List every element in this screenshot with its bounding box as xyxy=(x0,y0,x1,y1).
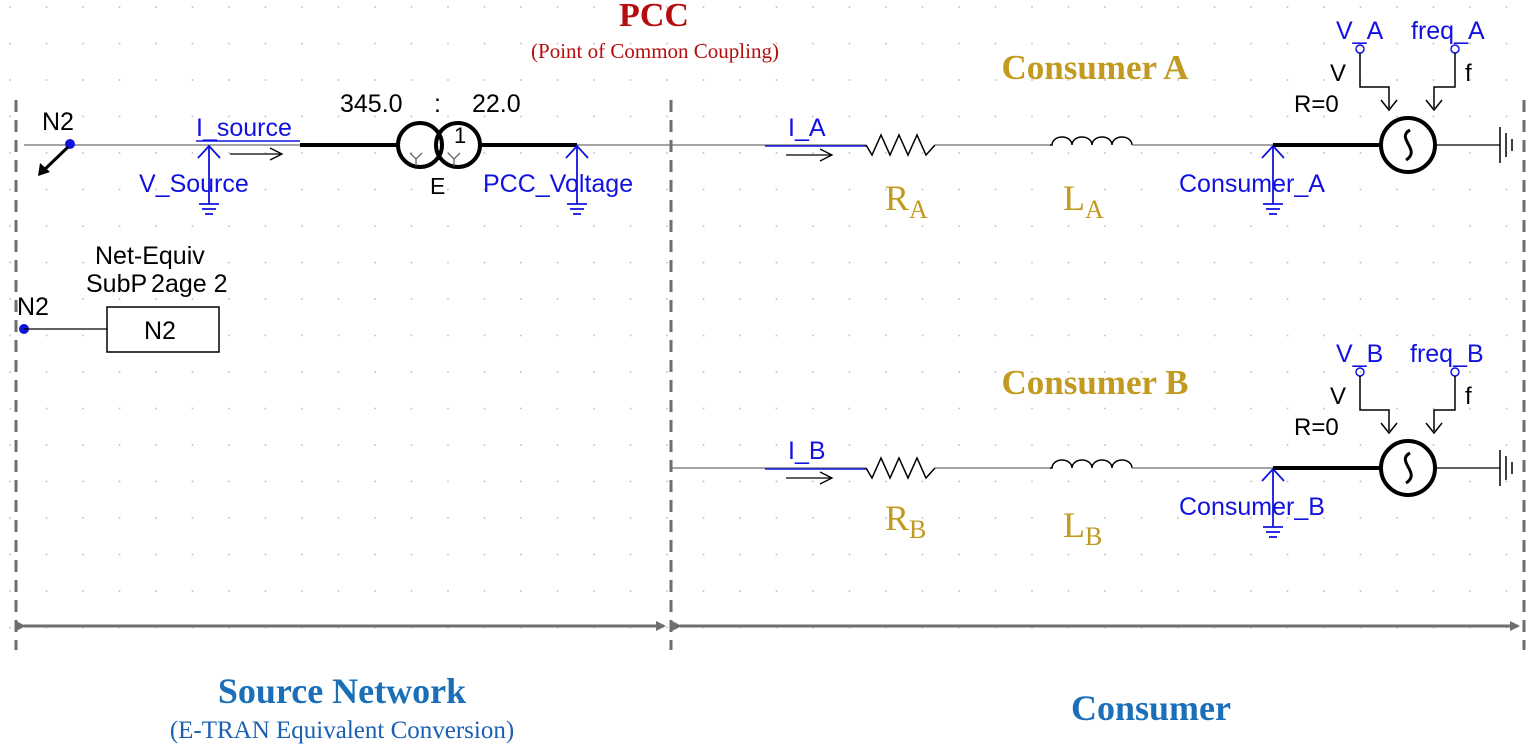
transformer-tag-e: E xyxy=(430,173,445,199)
subpage-line2a: SubP xyxy=(86,270,147,298)
source-network: N2 I_source V_Source 3 xyxy=(17,90,671,353)
consumer-b-current-label: I_B xyxy=(788,437,826,465)
resistor-a-label: RA xyxy=(885,178,928,224)
subpage-box-label: N2 xyxy=(144,317,176,345)
pcc-voltage-label: PCC_Voltage xyxy=(483,170,633,198)
consumer-a-current-label: I_A xyxy=(788,114,826,142)
consumer-b-f-pin: f xyxy=(1465,383,1472,410)
consumer-b-input-wires-icon xyxy=(1355,367,1460,435)
consumer-b-r0: R=0 xyxy=(1294,414,1339,441)
ground-b-icon xyxy=(1499,450,1513,486)
consumer-b-current-arrow-icon xyxy=(786,471,834,485)
subpage-title: Net-Equiv xyxy=(95,242,205,270)
v-source-label: V_Source xyxy=(139,170,249,198)
inductor-b-icon[interactable] xyxy=(1050,459,1133,469)
pcc-subtitle: (Point of Common Coupling) xyxy=(531,39,779,63)
transformer-ratio-left: 345.0 xyxy=(340,90,403,118)
i-source-label: I_source xyxy=(196,114,292,142)
i-source-arrow-icon xyxy=(230,147,284,161)
consumer-b-freq-label: freq_B xyxy=(1410,340,1484,368)
consumer-b-v-label: V_B xyxy=(1336,340,1383,368)
inductor-a-label: LA xyxy=(1063,178,1104,224)
subpage-line2c: age 2 xyxy=(165,270,228,298)
consumer-a-v-pin: V xyxy=(1330,60,1346,87)
consumer-a-bus-label: Consumer_A xyxy=(1179,170,1325,198)
subpage-box[interactable] xyxy=(106,306,220,353)
ground-a-icon xyxy=(1499,127,1513,163)
transformer-wye-icon xyxy=(409,152,461,166)
resistor-a-icon[interactable] xyxy=(865,133,936,157)
grid-background xyxy=(0,0,1538,660)
pcc-voltage-probe-icon xyxy=(565,144,589,215)
consumer-a-branch: Consumer A I_A RA LA Consumer_A xyxy=(671,17,1513,224)
consumer-a-r0: R=0 xyxy=(1294,91,1339,118)
transformer-ratio-right: 22.0 xyxy=(472,90,521,118)
resistor-b-label: RB xyxy=(885,498,926,544)
node-n2-pointer-head xyxy=(38,163,50,176)
inductor-b-label: LB xyxy=(1063,505,1102,551)
consumer-b-title: Consumer B xyxy=(1001,363,1188,402)
transformer-winding-left xyxy=(396,121,444,169)
consumer-b-branch: Consumer B I_B RB LB Consumer_B xyxy=(671,340,1513,551)
transformer-ratio-sep: : xyxy=(434,90,441,118)
consumer-a-freq-label: freq_A xyxy=(1411,17,1485,45)
inductor-a-icon[interactable] xyxy=(1050,136,1133,146)
resistor-b-icon[interactable] xyxy=(865,456,936,480)
pcc-title: PCC xyxy=(619,0,689,34)
consumer-b-v-pin: V xyxy=(1330,383,1346,410)
transformer-tag-1: 1 xyxy=(454,123,466,148)
section-dividers xyxy=(14,100,1526,650)
subpage-line2b: 2 xyxy=(151,270,165,298)
consumer-a-input-wires-icon xyxy=(1355,44,1460,112)
consumer-b-bus-label: Consumer_B xyxy=(1179,493,1325,521)
v-source-probe-icon xyxy=(197,144,221,215)
consumer-a-title: Consumer A xyxy=(1001,48,1189,87)
consumer-section-title: Consumer xyxy=(1071,688,1231,728)
node-n2-label: N2 xyxy=(42,108,74,136)
source-network-title: Source Network xyxy=(218,671,466,711)
ac-source-b-wave xyxy=(1403,451,1413,485)
consumer-a-f-pin: f xyxy=(1465,60,1472,87)
consumer-a-current-arrow-icon xyxy=(786,148,834,162)
node-n2-pointer xyxy=(40,145,70,174)
source-network-subtitle: (E-TRAN Equivalent Conversion) xyxy=(170,717,514,744)
node-n2-left-label: N2 xyxy=(17,293,49,321)
consumer-a-v-label: V_A xyxy=(1336,17,1384,45)
ac-source-a-wave xyxy=(1403,128,1413,162)
